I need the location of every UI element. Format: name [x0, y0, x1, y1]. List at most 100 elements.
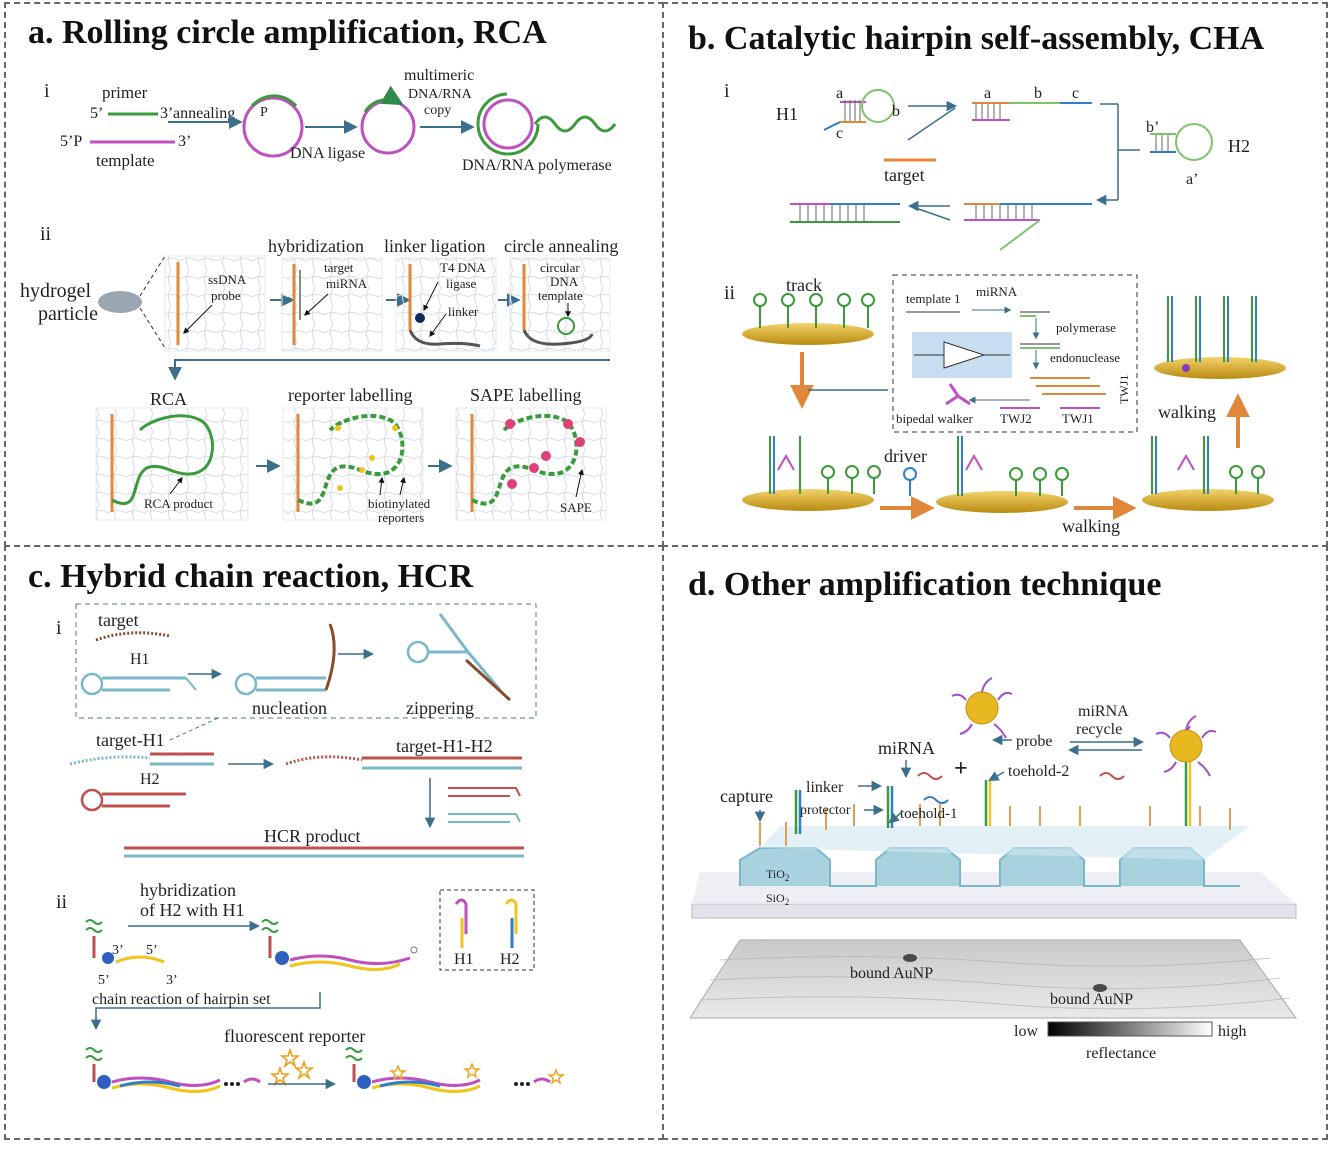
- panel-d-frame: [662, 545, 1328, 1140]
- c-inset-box: [75, 603, 537, 719]
- b-a: a: [836, 85, 843, 102]
- a-polymerase: DNA/RNA polymerase: [462, 157, 612, 174]
- a-circle-2: [360, 99, 416, 155]
- a-primer-label: primer: [102, 83, 148, 102]
- d-capture: capture: [720, 786, 773, 806]
- panel-c-title: c. Hybrid chain reaction, HCR: [28, 558, 474, 595]
- a-multimeric-1: multimeric: [404, 67, 474, 84]
- a-circ-3: template: [538, 288, 583, 303]
- c-legend-h2: H2: [500, 951, 520, 968]
- b-b-prime: b’: [1146, 119, 1159, 136]
- c-hyb-1: hybridization: [140, 880, 236, 900]
- b-b-2: b: [1034, 85, 1042, 102]
- a-sape: SAPE: [560, 500, 592, 515]
- d-toehold2: toehold-2: [1008, 763, 1069, 780]
- d-linker: linker: [806, 779, 844, 796]
- b-bipedal: bipedal walker: [896, 411, 974, 426]
- c-5p-1: 5’: [146, 943, 158, 958]
- c-target: target: [98, 610, 139, 630]
- b-plate-3: [742, 489, 874, 511]
- a-hybridization: hybridization: [268, 236, 364, 256]
- b-driver: driver: [884, 446, 927, 466]
- a-sape-labelling: SAPE labelling: [470, 385, 582, 405]
- b-sub-i: i: [724, 80, 730, 102]
- b-plate-1: [742, 323, 874, 345]
- d-low: low: [1014, 1023, 1038, 1040]
- b-a-prime: a’: [1186, 171, 1198, 188]
- a-circle-1: [242, 96, 304, 158]
- b-c-2: c: [1072, 85, 1079, 102]
- panel-a: i primer 5’ 3’ annealing 5’P 3’ template…: [20, 67, 618, 525]
- a-circle-2-ext: [363, 85, 404, 113]
- a-zoom-line-2: [139, 307, 166, 349]
- c-sub-i: i: [56, 617, 62, 639]
- b-plate-4: [936, 491, 1068, 513]
- b-b: b: [892, 103, 900, 120]
- a-annealing-label: annealing: [173, 105, 235, 122]
- c-legend-h1: H1: [454, 951, 474, 968]
- a-circle-3: [482, 98, 534, 150]
- c-h2: H2: [140, 771, 160, 788]
- a-p-label: P: [260, 105, 268, 120]
- a-box-5: [95, 407, 249, 521]
- a-rca-product: RCA product: [144, 496, 213, 511]
- a-zoom-line-1: [139, 255, 166, 297]
- b-inset-box: [892, 274, 1138, 433]
- d-recycle-1: miRNA: [1078, 703, 1129, 720]
- b-twj2: TWJ2: [1000, 411, 1032, 426]
- b-walking-1: walking: [1158, 402, 1216, 422]
- a-template-3p: 3’: [178, 133, 191, 150]
- panel-d: TiO2 SiO2 probe miRNA: [689, 677, 1297, 1062]
- a-circle-1-primer: [250, 94, 298, 108]
- b-h2: H2: [1228, 136, 1250, 156]
- panel-b-title: b. Catalytic hairpin self-assembly, CHA: [688, 20, 1265, 57]
- d-aunp-2: [1155, 715, 1217, 777]
- a-circle-annealing: circle annealing: [504, 236, 618, 256]
- b-template1: template 1: [906, 291, 961, 306]
- a-t4-2: ligase: [446, 276, 477, 291]
- a-sub-ii: ii: [40, 223, 52, 245]
- c-product-left: [85, 1047, 261, 1093]
- c-target-h1-h2: target-H1-H2: [396, 736, 493, 756]
- b-sub-ii: ii: [724, 282, 736, 304]
- c-product-right: [345, 1047, 566, 1093]
- a-biotin-2: reporters: [378, 510, 424, 525]
- c-3p-2: 3’: [166, 973, 178, 988]
- b-c: c: [836, 125, 843, 142]
- b-plate-2: [1154, 357, 1286, 379]
- b-walking-2: walking: [1062, 516, 1120, 536]
- d-protector: protector: [800, 803, 851, 818]
- a-hydrogel-disc: [98, 291, 142, 313]
- a-template-label: template: [96, 151, 155, 170]
- c-hyb-2: of H2 with H1: [140, 900, 245, 920]
- d-probe: probe: [1016, 733, 1052, 750]
- a-linker: linker: [448, 304, 479, 319]
- d-high: high: [1218, 1023, 1246, 1040]
- a-linker-ligation: linker ligation: [384, 236, 485, 256]
- a-ssdna-1: ssDNA: [208, 272, 247, 287]
- c-zippering: zippering: [406, 698, 474, 718]
- c-chain: chain reaction of hairpin set: [92, 991, 271, 1008]
- a-arrow-down: [168, 359, 610, 381]
- a-target-1: target: [324, 260, 354, 275]
- d-toehold1: toehold-1: [900, 806, 958, 822]
- d-mirna: miRNA: [878, 738, 935, 758]
- c-target-h1: target-H1: [96, 730, 165, 750]
- c-fluor: fluorescent reporter: [224, 1026, 365, 1046]
- c-legend-box: [439, 889, 535, 971]
- a-circ-2: DNA: [550, 274, 579, 289]
- d-sio2-layer: [691, 903, 1297, 919]
- panel-d-title: d. Other amplification technique: [688, 566, 1162, 603]
- a-primer-3p: 3’: [160, 105, 173, 122]
- d-reflectance-scale: [1047, 1021, 1213, 1037]
- a-t4-1: T4 DNA: [440, 260, 486, 275]
- c-3p-1: 3’: [112, 943, 124, 958]
- a-hydrogel-1: hydrogel: [20, 280, 92, 302]
- b-twj1-vertical: TWJ1: [1117, 375, 1131, 404]
- a-ssdna-2: probe: [211, 288, 241, 303]
- d-bound-2: bound AuNP: [1050, 991, 1133, 1008]
- b-plate-5: [1142, 489, 1274, 511]
- b-a-2: a: [984, 85, 991, 102]
- c-h1: H1: [130, 651, 150, 668]
